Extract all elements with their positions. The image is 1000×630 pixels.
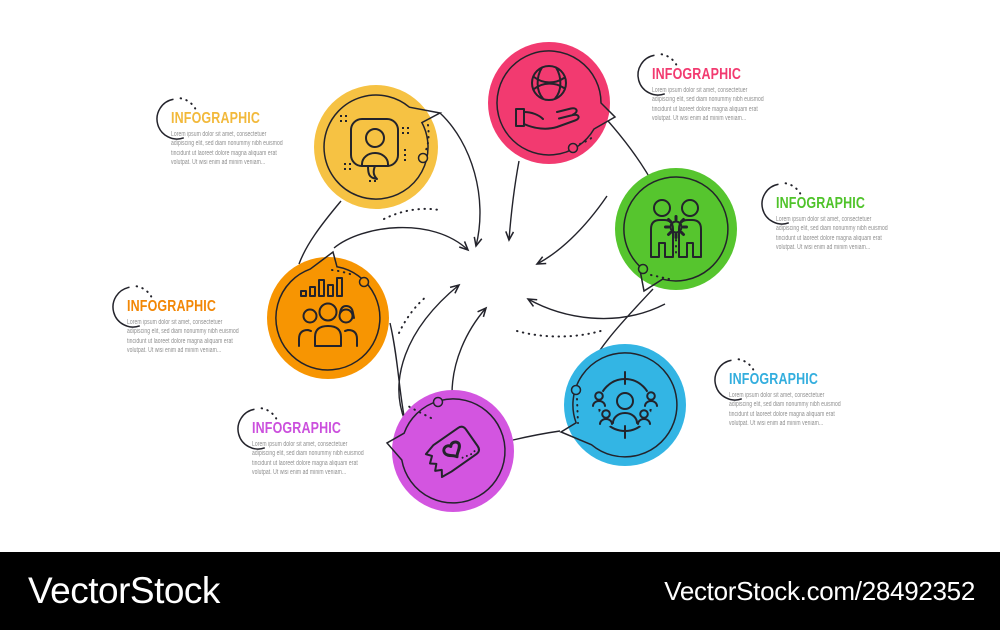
block-body: Lorem ipsum dolor sit amet, consectetuer… bbox=[652, 87, 764, 122]
avatar-ring-node bbox=[417, 152, 429, 164]
block-body: Lorem ipsum dolor sit amet, consectetuer… bbox=[252, 441, 364, 476]
connector-avatar-to-teamwork bbox=[298, 200, 342, 265]
text-block-green: INFOGRAPHIC Lorem ipsum dolor sit amet, … bbox=[761, 182, 906, 252]
ticket-circle-fill bbox=[392, 390, 514, 512]
employees-gear-icon bbox=[650, 199, 702, 258]
ticket-ring-dots bbox=[407, 405, 432, 419]
text-block-purple: INFOGRAPHIC Lorem ipsum dolor sit amet, … bbox=[237, 407, 382, 477]
circle-ticket bbox=[378, 376, 528, 526]
connector-teamwork-to-ticket bbox=[389, 322, 406, 422]
arrow-from-ticket-left bbox=[398, 283, 461, 422]
arrow-from-employees-circle bbox=[535, 195, 608, 265]
block-title: INFOGRAPHIC bbox=[127, 298, 217, 315]
small-people bbox=[592, 391, 658, 425]
arrow-from-ticket-circle bbox=[451, 306, 488, 395]
globe-circle-ring bbox=[496, 50, 617, 156]
vectorstock-logo: VectorStock bbox=[28, 570, 220, 611]
teamwork-ring-node bbox=[358, 276, 370, 288]
text-block-orange: INFOGRAPHIC Lorem ipsum dolor sit amet, … bbox=[112, 285, 257, 355]
dotted-arc-center-left bbox=[383, 207, 440, 220]
employees-circle-fill bbox=[615, 168, 737, 290]
block-title: INFOGRAPHIC bbox=[729, 371, 819, 388]
avatar-ring-dots bbox=[425, 124, 430, 151]
targeting-circle-ring bbox=[559, 352, 678, 458]
block-body: Lorem ipsum dolor sit amet, consectetuer… bbox=[776, 216, 888, 251]
block-title: INFOGRAPHIC bbox=[652, 66, 742, 83]
targeting-circle-fill bbox=[564, 344, 686, 466]
employees-ring-node bbox=[637, 263, 649, 275]
arc-decoration bbox=[714, 358, 755, 401]
avatar-chat-icon bbox=[340, 115, 409, 182]
block-body: Lorem ipsum dolor sit amet, consectetuer… bbox=[171, 131, 283, 166]
text-block-yellow: INFOGRAPHIC Lorem ipsum dolor sit amet, … bbox=[156, 97, 301, 167]
arc-decoration bbox=[637, 53, 678, 96]
arc-decoration bbox=[156, 97, 197, 140]
circle-employees bbox=[601, 154, 751, 304]
arc-decoration bbox=[761, 182, 802, 225]
globe-ring-node bbox=[567, 142, 579, 154]
text-block-cyan: INFOGRAPHIC Lorem ipsum dolor sit amet, … bbox=[714, 358, 859, 428]
block-body: Lorem ipsum dolor sit amet, consectetuer… bbox=[729, 392, 841, 427]
block-title: INFOGRAPHIC bbox=[252, 420, 342, 437]
teamwork-circle-ring bbox=[275, 250, 381, 371]
targeting-ring-dots bbox=[576, 398, 579, 424]
block-title: INFOGRAPHIC bbox=[776, 195, 866, 212]
arrow-from-avatar-circle bbox=[439, 112, 483, 248]
arc-decoration bbox=[112, 285, 153, 328]
teamwork-results-icon bbox=[298, 277, 358, 347]
dotted-arc-center-lower-left bbox=[398, 295, 428, 334]
arc-decoration bbox=[237, 407, 278, 450]
circle-targeting bbox=[550, 330, 700, 480]
ticket-ring-node bbox=[432, 396, 444, 408]
circle-teamwork bbox=[253, 243, 403, 393]
arrow-from-teamwork-circle bbox=[333, 226, 470, 252]
circle-globe-hand bbox=[474, 28, 624, 178]
arrow-from-globe-circle bbox=[505, 160, 520, 242]
targeting-ring-node bbox=[570, 384, 582, 396]
watermark-bar: VectorStock VectorStock.com/28492352 bbox=[0, 552, 1000, 630]
loyalty-ticket-icon bbox=[424, 425, 480, 479]
vectorstock-url: VectorStock.com/28492352 bbox=[664, 575, 975, 606]
teamwork-ring-dots bbox=[331, 269, 356, 277]
business-targeting-icon bbox=[590, 371, 660, 439]
text-block-pink: INFOGRAPHIC Lorem ipsum dolor sit amet, … bbox=[637, 53, 782, 123]
arrow-from-targeting-circle bbox=[526, 298, 666, 320]
teamwork-circle-fill bbox=[267, 257, 389, 379]
employees-circle-ring bbox=[623, 176, 729, 293]
connector-ticket-to-targeting bbox=[512, 430, 561, 441]
block-body: Lorem ipsum dolor sit amet, consectetuer… bbox=[127, 319, 239, 354]
globe-on-hand-icon bbox=[515, 65, 580, 130]
globe-circle-fill bbox=[488, 42, 610, 164]
block-title: INFOGRAPHIC bbox=[171, 110, 261, 127]
circle-avatar-chat bbox=[301, 72, 451, 222]
globe-ring-dots bbox=[579, 134, 596, 145]
